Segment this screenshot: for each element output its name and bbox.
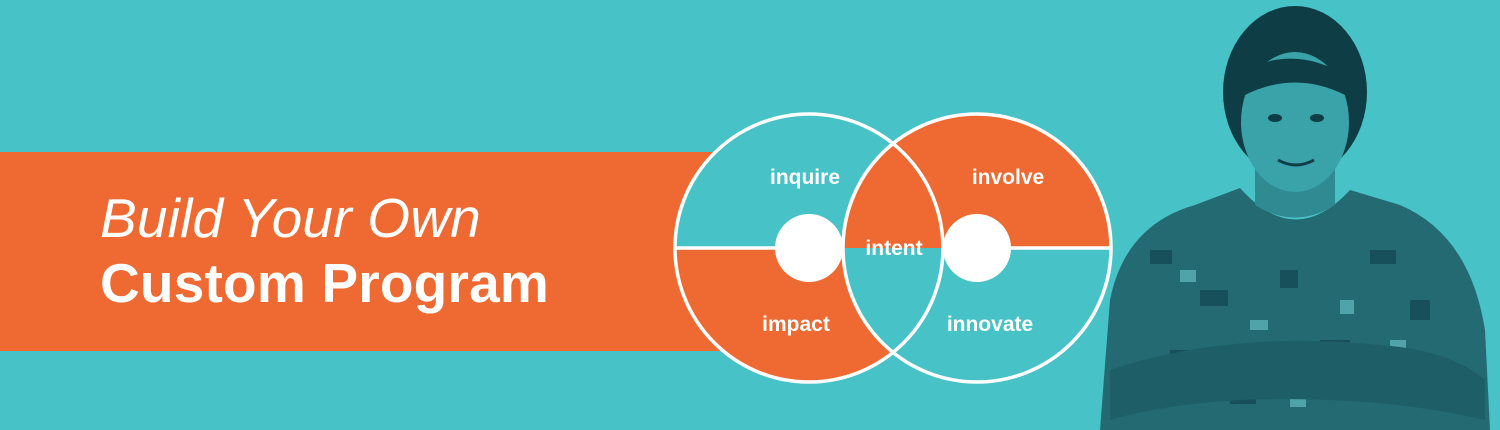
headline-line-1: Build Your Own <box>100 187 481 249</box>
smile <box>1277 158 1315 167</box>
diagram-label-impact: impact <box>762 313 830 336</box>
left-center-dot <box>775 214 843 282</box>
diagram-label-inquire: inquire <box>769 166 841 189</box>
face <box>1241 52 1349 192</box>
involve-segment <box>843 114 1111 249</box>
headline-line-2: Custom Program <box>100 252 549 314</box>
diagram-label-intent: intent <box>865 237 923 260</box>
right-center-dot <box>943 214 1011 282</box>
diagram-label-innovate: innovate <box>946 313 1034 336</box>
left-eye <box>1268 114 1282 122</box>
headline-band <box>0 152 760 351</box>
diagram-label-involve: involve <box>971 166 1045 189</box>
hairline <box>1245 58 1345 95</box>
innovate-segment <box>843 248 1111 382</box>
service-member-photo <box>1100 6 1490 430</box>
crossed-arms <box>1110 340 1485 420</box>
headline: Build Your Own Custom Program <box>100 188 549 316</box>
right-eye <box>1310 114 1324 122</box>
